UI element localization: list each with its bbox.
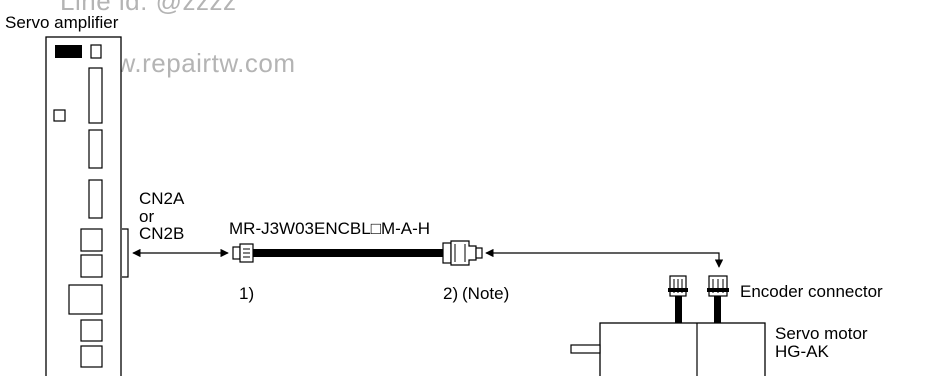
connector-1 (232, 243, 254, 263)
motor-connector-left (668, 275, 688, 323)
note-label: (Note) (462, 284, 510, 303)
arrow-connector2-to-encoder (485, 248, 724, 268)
servo-motor-label: Servo motor (775, 324, 868, 343)
encoder-connector (707, 275, 729, 323)
watermark-line-id: Line id: @zzzz (60, 0, 237, 16)
cn2-bracket (122, 228, 129, 278)
connector-1-label: 1) (239, 284, 255, 303)
cn2b-label: CN2B (139, 224, 185, 243)
servo-motor (570, 322, 766, 376)
connector-2-label: 2) (443, 284, 459, 303)
motor-model-label: HG-AK (775, 342, 829, 361)
or-label: or (139, 207, 155, 226)
servo-amplifier-label: Servo amplifier (5, 13, 119, 32)
cn2a-label: CN2A (139, 189, 185, 208)
connector-2 (442, 240, 483, 266)
servo-amplifier (45, 36, 122, 376)
encoder-cable (253, 249, 443, 257)
encoder-connector-label: Encoder connector (740, 282, 883, 301)
cable-model-label: MR-J3W03ENCBL□M-A-H (229, 219, 431, 238)
